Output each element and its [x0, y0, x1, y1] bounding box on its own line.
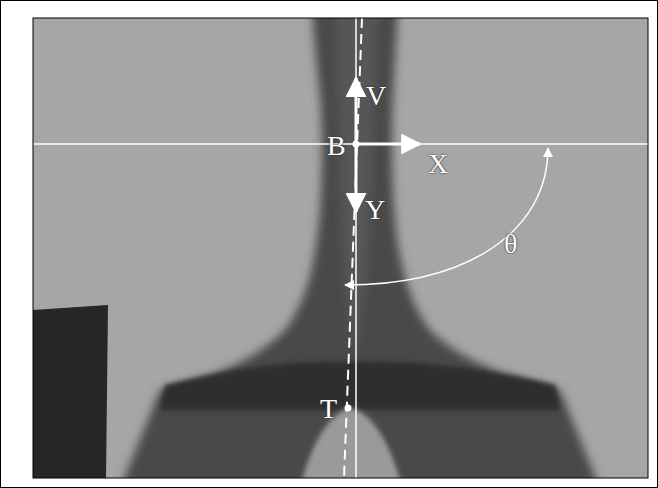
- point-b: [353, 141, 360, 148]
- dark-block: [33, 305, 108, 478]
- angle-label: θ: [504, 230, 517, 258]
- axis-label: V: [366, 82, 386, 110]
- axis-label: X: [428, 150, 448, 178]
- y-arrow: [355, 144, 358, 212]
- point-label: T: [320, 395, 337, 423]
- axis-dashed-line: [344, 18, 362, 478]
- tube-body: [120, 18, 600, 478]
- vertical-line: [355, 18, 357, 478]
- leg-gap: [300, 408, 402, 478]
- v-arrow: [355, 78, 358, 144]
- point-label: B: [327, 132, 346, 160]
- theta-arc: [345, 148, 548, 285]
- point-t: [345, 405, 352, 412]
- x-arrow: [356, 143, 420, 146]
- axis-label: Y: [365, 196, 385, 224]
- dark-band: [160, 362, 560, 410]
